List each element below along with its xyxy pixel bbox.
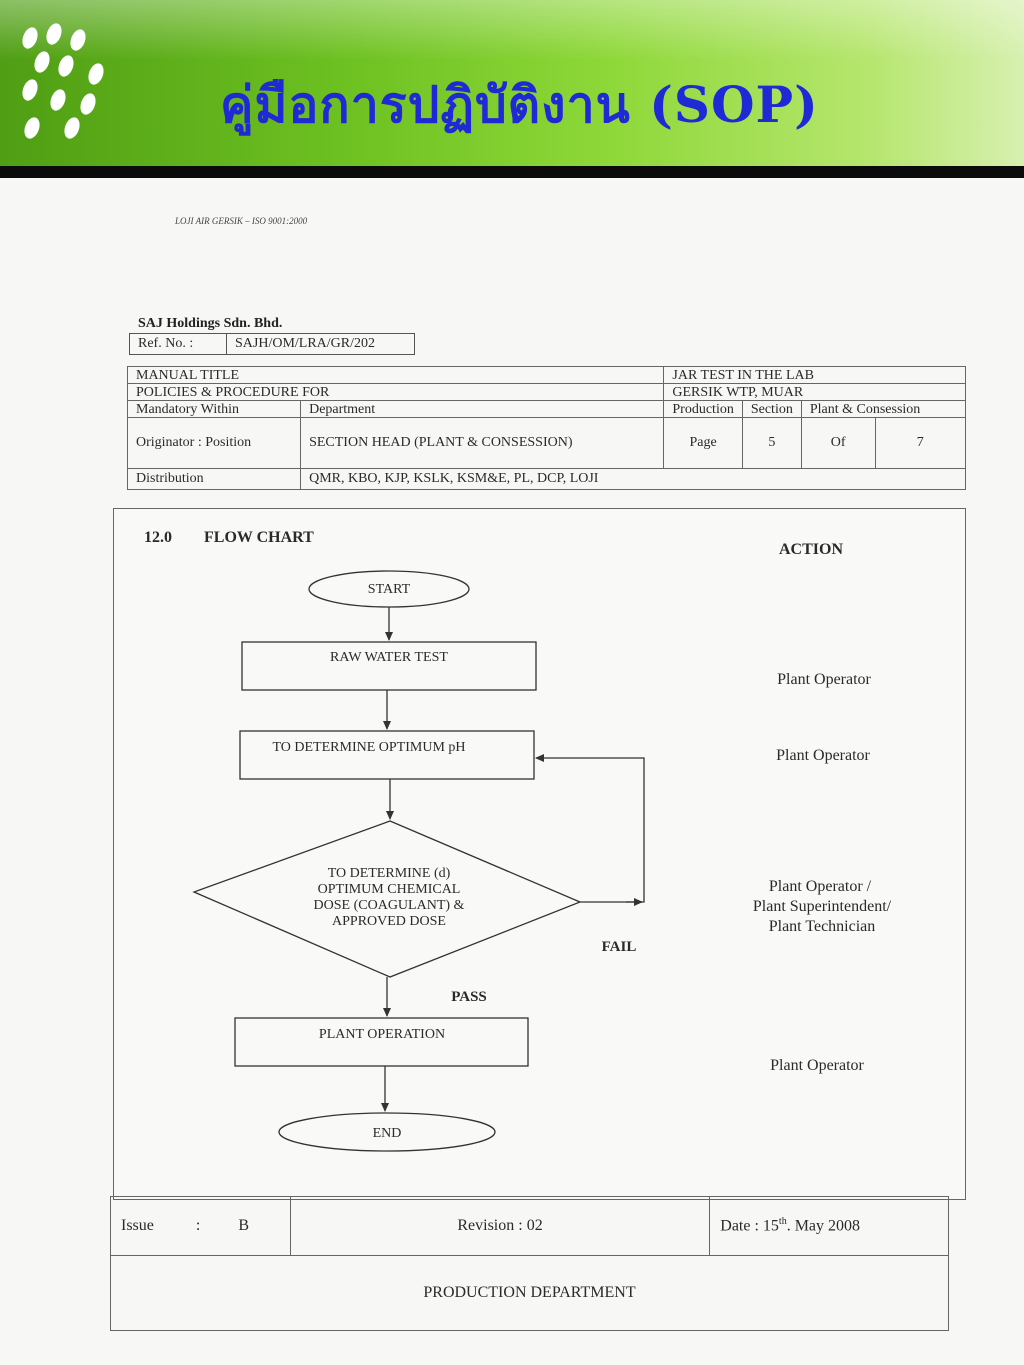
decision-line: OPTIMUM CHEMICAL [318, 882, 461, 897]
table-row: Originator : Position SECTION HEAD (PLAN… [126, 417, 966, 469]
date-cell: Date : 15th. May 2008 [709, 1196, 949, 1256]
slide-title: คู่มือการปฏิบัติงาน (SOP) [220, 75, 819, 134]
banner-divider [0, 166, 1024, 178]
distribution-label: Distribution [126, 468, 302, 490]
document-header-table: MANUAL TITLE JAR TEST IN THE LAB POLICIE… [126, 366, 967, 490]
date-suffix: . May 2008 [786, 1217, 861, 1235]
table-row: Mandatory Within Department Production S… [126, 400, 967, 418]
table-row: MANUAL TITLE JAR TEST IN THE LAB [126, 366, 966, 384]
ref-value: SAJH/OM/LRA/GR/202 [235, 336, 376, 351]
green-dot-cluster-logo-icon [22, 23, 104, 139]
ref-label: Ref. No. : [130, 334, 227, 354]
issue-colon: : [195, 1217, 201, 1234]
section-value: Plant & Consession [800, 400, 967, 418]
department-value: Production [663, 400, 743, 418]
action-optimum-ph: Plant Operator [776, 747, 870, 764]
decision-diamond [192, 820, 582, 978]
page-number: 5 [741, 417, 802, 469]
originator-label: Originator : Position [126, 417, 302, 469]
title-banner: คู่มือการปฏิบัติงาน (SOP) [0, 0, 1024, 166]
date-prefix: Date : 15 [720, 1217, 779, 1235]
page-total: 7 [874, 417, 966, 469]
table-row: Distribution QMR, KBO, KJP, KSLK, KSM&E,… [126, 468, 966, 490]
plant-operation-label: PLANT OPERATION [319, 1027, 445, 1042]
optimum-ph-label: TO DETERMINE OPTIMUM pH [272, 740, 465, 755]
manual-title-label: MANUAL TITLE [126, 366, 665, 384]
action-plant-operation: Plant Operator [770, 1057, 864, 1074]
table-row: PRODUCTION DEPARTMENT [110, 1255, 949, 1331]
department-label: Department [300, 400, 665, 418]
of-label: Of [800, 417, 876, 469]
end-label: END [373, 1126, 402, 1141]
action-decision-line: Plant Technician [769, 918, 876, 935]
fail-loop-arrow [535, 754, 645, 903]
section-title: FLOW CHART [204, 529, 314, 546]
table-row: Issue : B Revision : 02 Date : 15th. May… [110, 1196, 949, 1256]
iso-note: LOJI AIR GERSIK – ISO 9001:2000 [175, 216, 308, 226]
date-sup: th [778, 1216, 787, 1228]
revision: Revision : 02 [289, 1196, 711, 1256]
policies-value: GERSIK WTP, MUAR [663, 383, 966, 401]
company-name: SAJ Holdings Sdn. Bhd. [138, 316, 283, 331]
end-terminal [278, 1112, 496, 1152]
action-decision-line: Plant Superintendent/ [753, 898, 892, 915]
footer-department: PRODUCTION DEPARTMENT [110, 1255, 949, 1331]
section-label: Section [741, 400, 802, 418]
raw-water-test-label: RAW WATER TEST [330, 650, 448, 665]
issue-cell: Issue : B [110, 1196, 291, 1256]
decision-line: APPROVED DOSE [332, 914, 446, 929]
pass-label: PASS [451, 989, 487, 1005]
flow-chart: 12.0 FLOW CHART ACTION START RAW WATER T… [144, 529, 892, 1152]
table-row: POLICIES & PROCEDURE FOR GERSIK WTP, MUA… [126, 383, 966, 401]
raw-water-test-box [241, 641, 537, 691]
action-decision-line: Plant Operator / [769, 878, 872, 895]
section-number: 12.0 [144, 529, 172, 546]
policies-label: POLICIES & PROCEDURE FOR [126, 383, 665, 401]
optimum-ph-box [239, 730, 535, 780]
document-footer-table: Issue : B Revision : 02 Date : 15th. May… [110, 1196, 949, 1331]
manual-title-value: JAR TEST IN THE LAB [663, 366, 966, 384]
issue-value: B [238, 1217, 250, 1234]
issue-label: Issue [121, 1217, 154, 1234]
position-value: SECTION HEAD (PLANT & CONSESSION) [300, 417, 665, 469]
start-label: START [368, 582, 411, 597]
action-raw-water: Plant Operator [777, 671, 871, 688]
page-label: Page [663, 417, 743, 469]
reference-box: Ref. No. : SAJH/OM/LRA/GR/202 [129, 333, 415, 355]
banner-gloss [0, 0, 1024, 60]
flow-chart-frame: 12.0 FLOW CHART ACTION START RAW WATER T… [113, 508, 966, 1200]
decision-line: TO DETERMINE (d) [328, 866, 451, 881]
mandatory-label: Mandatory Within [126, 400, 302, 418]
plant-operation-box [234, 1017, 529, 1067]
fail-label: FAIL [602, 939, 637, 955]
decision-line: DOSE (COAGULANT) & [314, 898, 465, 913]
distribution-value: QMR, KBO, KJP, KSLK, KSM&E, PL, DCP, LOJ… [300, 468, 966, 490]
action-heading: ACTION [779, 541, 843, 558]
